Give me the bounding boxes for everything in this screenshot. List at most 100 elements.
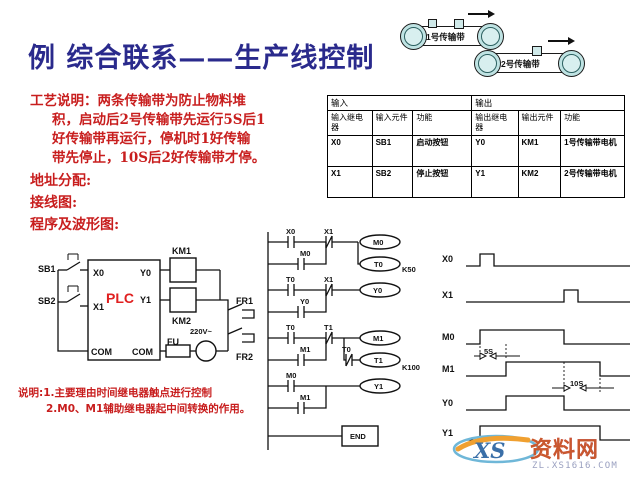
plc-body bbox=[87, 259, 161, 361]
power-source bbox=[195, 340, 217, 362]
cell-input-function: 启动按钮 bbox=[412, 135, 473, 167]
waveform-trace-m1 bbox=[466, 361, 630, 377]
annotation-5s-label: 5S bbox=[484, 347, 493, 356]
xs-logo-icon: XS bbox=[452, 434, 540, 464]
sb1-label: SB1 bbox=[38, 264, 56, 274]
cell-output-relay: Y0 bbox=[471, 135, 519, 167]
cell-output-function: 2号传输带电机 bbox=[560, 166, 625, 198]
watermark-url: ZL.XS1616.COM bbox=[532, 461, 619, 471]
cell-input-relay: X0 bbox=[327, 135, 373, 167]
ladder-end-label: END bbox=[350, 432, 366, 441]
belt1-label: 1号传输带 bbox=[426, 32, 465, 42]
supply-label: 220V~ bbox=[190, 327, 213, 336]
ladder-contact-label-m0-4: M0 bbox=[286, 371, 296, 380]
ladder-coil-m1 bbox=[359, 330, 401, 346]
io-allocation-table: 输入 输出 输入继电器 输入元件 功能 输出继电器 输出元件 功能 X0 SB1… bbox=[326, 95, 625, 198]
cell-input-element: SB1 bbox=[371, 135, 414, 167]
cell-output-relay: Y1 bbox=[471, 166, 519, 198]
terminal-y1-label: Y1 bbox=[140, 295, 151, 305]
group-header-output: 输出 bbox=[471, 95, 625, 111]
waveform-trace-m0 bbox=[466, 329, 630, 345]
col-header-input-element: 输入元件 bbox=[371, 110, 414, 136]
col-header-output-function: 功能 bbox=[560, 110, 625, 136]
waveform-label-y0: Y0 bbox=[442, 398, 453, 408]
plc-label: PLC bbox=[106, 290, 134, 306]
belt2-item-1 bbox=[532, 46, 542, 56]
section-label-address: 地址分配: bbox=[30, 173, 92, 189]
cell-output-function: 1号传输带电机 bbox=[560, 135, 625, 167]
ladder-contact-label-x0: X0 bbox=[286, 227, 295, 236]
conveyor-illustration: 1号传输带 2号传输带 bbox=[398, 4, 638, 88]
watermark-name: 资料网 bbox=[530, 432, 599, 464]
ladder-coil-y0 bbox=[359, 282, 401, 298]
waveform-label-m1: M1 bbox=[442, 364, 455, 374]
table-row: X1 SB2 停止按钮 Y1 KM2 2号传输带电机 bbox=[327, 166, 625, 198]
terminal-x0-label: X0 bbox=[93, 268, 104, 278]
ladder-coil-t0 bbox=[359, 256, 401, 272]
waveform-label-x1: X1 bbox=[442, 290, 453, 300]
timing-waveform-diagram: X0 X1 M0 5S M1 10S Y0 bbox=[442, 253, 630, 441]
col-header-input-relay: 输入继电器 bbox=[327, 110, 373, 136]
col-header-output-relay: 输出继电器 bbox=[471, 110, 519, 136]
ladder-preset-k50: K50 bbox=[402, 265, 416, 274]
ladder-contact-label-x1-2: X1 bbox=[324, 275, 333, 284]
belt1-roller-right bbox=[477, 23, 504, 50]
ladder-coil-t1 bbox=[359, 352, 401, 368]
km1-coil bbox=[169, 257, 197, 283]
km1-label: KM1 bbox=[172, 246, 191, 256]
page-title: 例 综合联系——生产线控制 bbox=[28, 43, 375, 74]
terminal-x1-label: X1 bbox=[93, 302, 104, 312]
ladder-coil-label-t1: T1 bbox=[374, 356, 383, 365]
km2-coil bbox=[169, 287, 197, 313]
ladder-contact-label-m1-latch: M1 bbox=[300, 345, 310, 354]
svg-text:XS: XS bbox=[472, 438, 505, 463]
ladder-coil-label-y0: Y0 bbox=[373, 286, 382, 295]
plc-wiring-diagram: PLC X0 X1 Y0 Y1 COM COM SB1 SB2 KM1 KM2 bbox=[38, 246, 255, 362]
belt2-label: 2号传输带 bbox=[501, 59, 540, 69]
process-description: 工艺说明：两条传输带为防止物料堆 积，启动后2号传输带先运行5S后1 好传输带再… bbox=[30, 92, 320, 168]
terminal-com-right-label: COM bbox=[132, 347, 153, 357]
cell-input-relay: X1 bbox=[327, 166, 373, 198]
table-row: X0 SB1 启动按钮 Y0 KM1 1号传输带电机 bbox=[327, 135, 625, 167]
ladder-coil-label-m1: M1 bbox=[373, 334, 383, 343]
ladder-contact-label-m1-latch-4: M1 bbox=[300, 393, 310, 402]
ladder-preset-k100: K100 bbox=[402, 363, 420, 372]
waveform-label-x0: X0 bbox=[442, 254, 453, 264]
ladder-contact-label-x1: X1 bbox=[324, 227, 333, 236]
ladder-contact-label-t0-3: T0 bbox=[286, 323, 295, 332]
waveform-label-y1: Y1 bbox=[442, 428, 453, 438]
fr2-label: FR2 bbox=[236, 352, 253, 362]
ladder-contact-label-y0-latch: Y0 bbox=[300, 297, 309, 306]
waveform-label-m0: M0 bbox=[442, 332, 455, 342]
description-lead: 工艺说明： bbox=[30, 93, 98, 109]
annotation-5s: 5S bbox=[474, 347, 520, 360]
table-header-row: 输入继电器 输入元件 功能 输出继电器 输出元件 功能 bbox=[327, 110, 625, 136]
ladder-end-block bbox=[341, 425, 379, 447]
ladder-coil-label-m0: M0 bbox=[373, 238, 383, 247]
description-line-2: 积，启动后2号传输带先运行5S后1 bbox=[52, 112, 266, 128]
ladder-coil-label-t0: T0 bbox=[374, 260, 383, 269]
belt1-item-1 bbox=[428, 19, 437, 28]
section-label-program: 程序及波形图: bbox=[30, 217, 120, 233]
ladder-contact-label-t0: T0 bbox=[286, 275, 295, 284]
ladder-coil-m0 bbox=[359, 234, 401, 250]
terminal-com-left-label: COM bbox=[91, 347, 112, 357]
description-line-3: 好传输带再运行，停机时1好传输 bbox=[52, 131, 251, 147]
waveform-trace-x1 bbox=[466, 289, 630, 303]
terminal-y0-label: Y0 bbox=[140, 268, 151, 278]
ladder-contact-label-m0-latch: M0 bbox=[300, 249, 310, 258]
cell-output-element: KM1 bbox=[517, 135, 562, 167]
note-line-1: 说明:1.主要理由时间继电器触点进行控制 bbox=[18, 387, 212, 399]
sb2-label: SB2 bbox=[38, 296, 56, 306]
ladder-coil-y1 bbox=[359, 378, 401, 394]
description-line-4: 带先停止，10S后2好传输带才停。 bbox=[52, 150, 266, 166]
belt1-item-2 bbox=[454, 19, 464, 29]
cell-input-element: SB2 bbox=[371, 166, 414, 198]
fr1-label: FR1 bbox=[236, 296, 253, 306]
cell-output-element: KM2 bbox=[517, 166, 562, 198]
belt2-direction-arrow bbox=[548, 37, 576, 45]
ladder-contact-label-t1: T1 bbox=[324, 323, 333, 332]
belt1-roller-left bbox=[400, 23, 427, 50]
col-header-input-function: 功能 bbox=[412, 110, 473, 136]
